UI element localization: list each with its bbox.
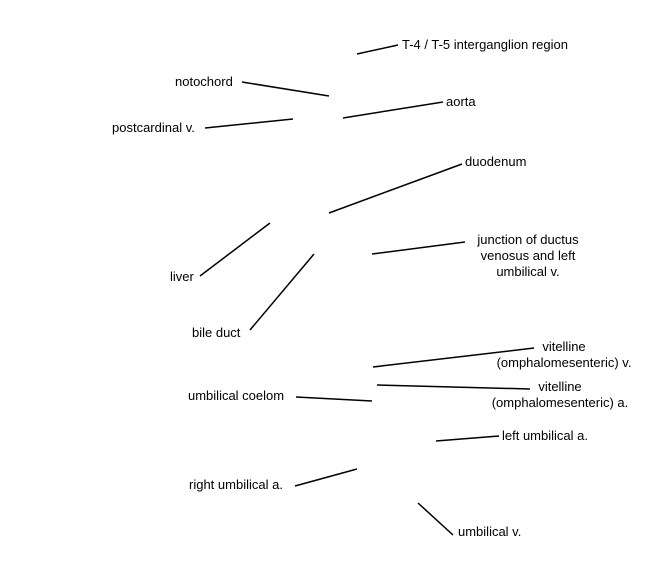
label-duodenum: duodenum: [465, 154, 527, 169]
label-junction-line-2: venosus and left: [480, 248, 576, 263]
leader-line-umbilical-coelom: [295, 396, 373, 402]
leader-line-vitelline-a: [376, 384, 531, 390]
label-umbilical-v: umbilical v.: [458, 524, 522, 539]
label-umbilical-coelom: umbilical coelom: [188, 388, 285, 403]
label-junction-ductus-venosus: junction of ductus venosus and left umbi…: [468, 232, 588, 280]
leader-line-vitelline-v: [372, 347, 535, 368]
label-junction-line-3: umbilical v.: [496, 264, 560, 279]
leader-line-junction: [371, 241, 466, 255]
leader-line-umbilical-v: [417, 502, 454, 536]
leader-line-postcardinal: [204, 118, 294, 129]
label-postcardinal: postcardinal v.: [112, 120, 195, 135]
label-right-umbilical-a: right umbilical a.: [189, 477, 283, 492]
label-left-umbilical-a: left umbilical a.: [502, 428, 588, 443]
label-vitelline-artery: vitelline (omphalomesenteric) a.: [481, 379, 639, 411]
leader-line-liver: [199, 222, 271, 277]
label-junction-line-1: junction of ductus: [477, 232, 579, 247]
leader-line-left-umbilical-a: [435, 435, 500, 442]
label-vitelline-a-line-1: vitelline: [538, 379, 582, 394]
label-aorta: aorta: [446, 94, 476, 109]
leader-line-t4-t5: [356, 44, 399, 55]
label-vitelline-vein: vitelline (omphalomesenteric) v.: [486, 339, 642, 371]
label-bile-duct: bile duct: [192, 325, 241, 340]
label-vitelline-v-line-1: vitelline: [542, 339, 586, 354]
leader-line-right-umbilical-a: [294, 468, 358, 487]
label-t4-t5: T-4 / T-5 interganglion region: [402, 37, 568, 52]
leader-line-aorta: [342, 101, 444, 119]
label-vitelline-a-line-2: (omphalomesenteric) a.: [491, 395, 629, 410]
label-vitelline-v-line-2: (omphalomesenteric) v.: [496, 355, 632, 370]
leader-line-duodenum: [328, 163, 463, 214]
label-liver: liver: [170, 269, 194, 284]
leader-line-bile-duct: [249, 253, 315, 331]
leader-line-notochord: [241, 81, 330, 97]
label-notochord: notochord: [175, 74, 233, 89]
